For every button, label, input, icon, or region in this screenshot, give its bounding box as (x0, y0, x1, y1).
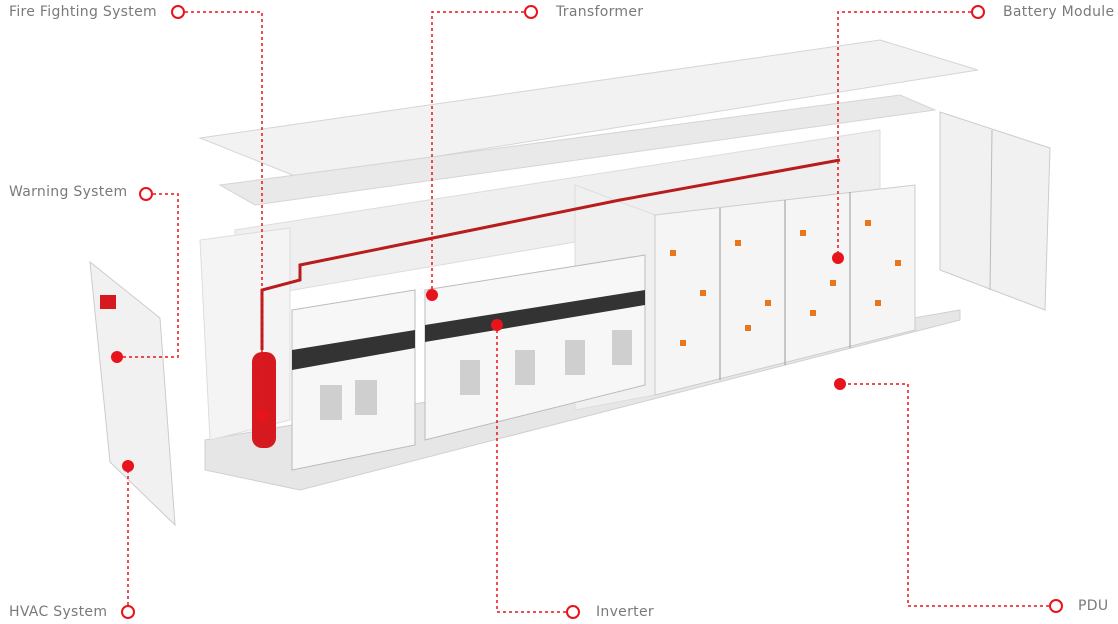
label-battery-module: Battery Module (1003, 4, 1115, 20)
label-fire-fighting-system: Fire Fighting System (9, 4, 157, 20)
marker-ring-icon (566, 605, 580, 619)
label-warning-system: Warning System (9, 184, 128, 200)
leader-transformer (431, 11, 524, 295)
battery-racks (654, 184, 916, 396)
leader-battery-module (837, 11, 971, 258)
marker-dot-icon (426, 289, 438, 301)
marker-dot-icon (491, 319, 503, 331)
hvac-door (89, 260, 176, 527)
fire-extinguisher (252, 352, 276, 448)
marker-ring-icon (139, 187, 153, 201)
leader-fire-fighting (185, 11, 263, 415)
leader-warning (117, 193, 179, 358)
leader-pdu (840, 383, 1049, 607)
marker-dot-icon (834, 378, 846, 390)
label-pdu: PDU (1078, 598, 1109, 614)
marker-ring-icon (971, 5, 985, 19)
right-doors (939, 111, 1051, 311)
roof-panel (198, 39, 979, 179)
marker-dot-icon (832, 252, 844, 264)
transformer-cabinet (291, 289, 416, 471)
label-inverter: Inverter (596, 604, 654, 620)
label-hvac-system: HVAC System (9, 604, 108, 620)
marker-ring-icon (524, 5, 538, 19)
marker-dot-icon (122, 460, 134, 472)
marker-dot-icon (111, 351, 123, 363)
marker-ring-icon (171, 5, 185, 19)
label-transformer: Transformer (556, 4, 644, 20)
marker-ring-icon (1049, 599, 1063, 613)
marker-ring-icon (121, 605, 135, 619)
leader-inverter (496, 325, 566, 613)
marker-dot-icon (256, 409, 268, 421)
